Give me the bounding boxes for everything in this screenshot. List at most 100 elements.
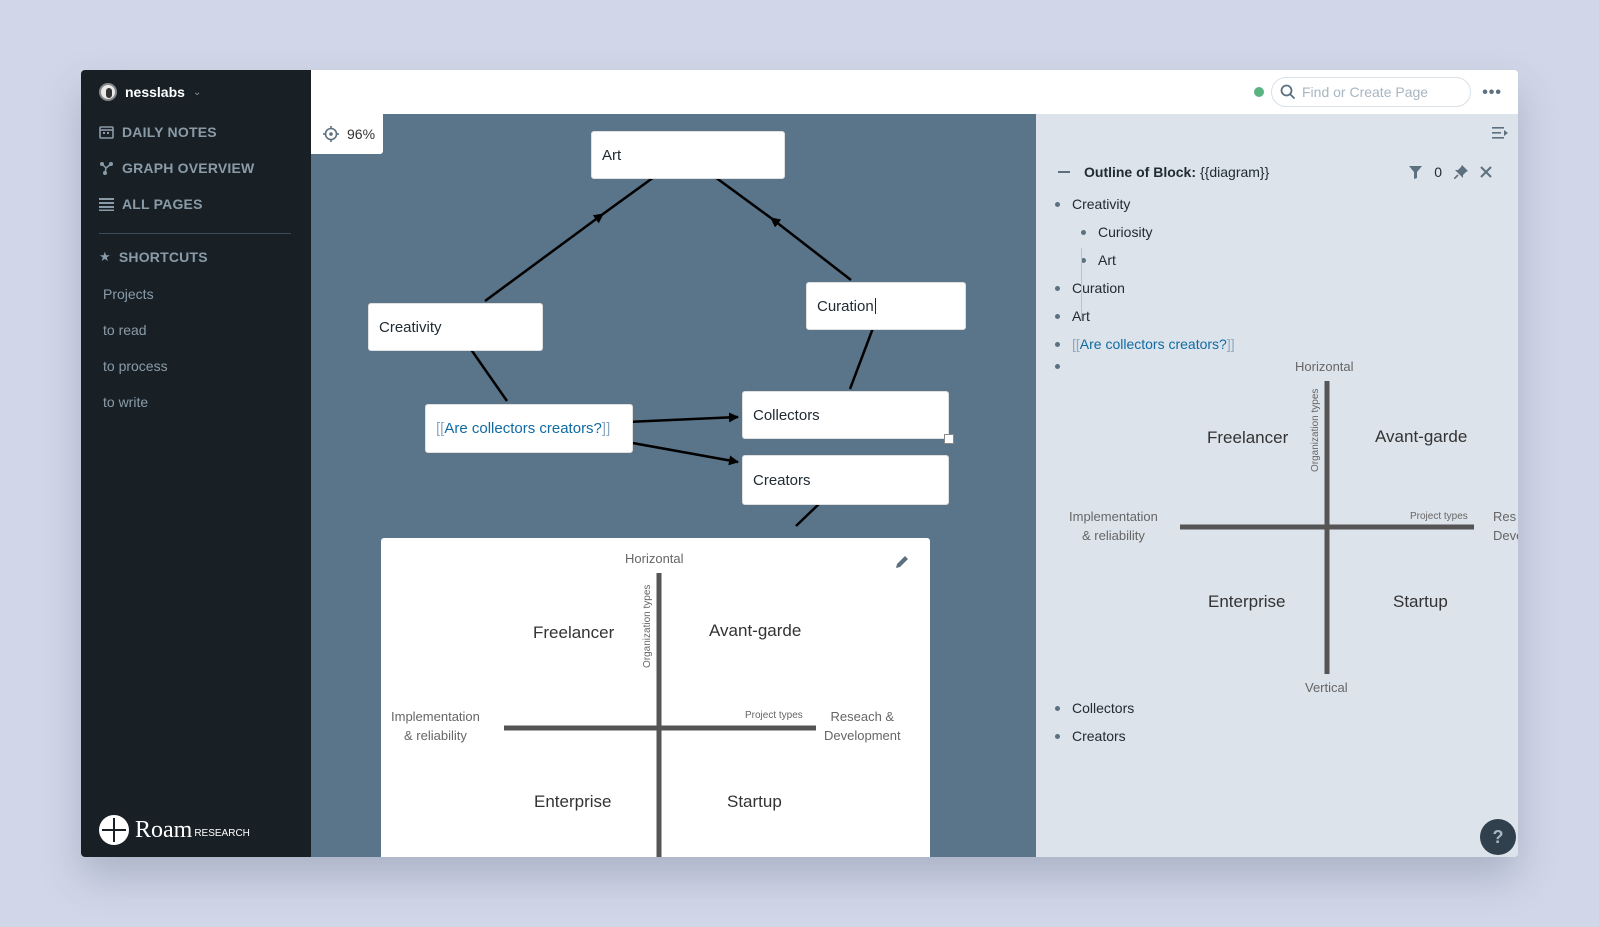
edge-creators-diagram [795, 501, 822, 527]
node-label: Art [602, 146, 622, 164]
node-art[interactable]: Art [591, 131, 785, 179]
outline-diagram[interactable]: Horizontal Organization types Freelancer… [1036, 354, 1518, 695]
outline-item[interactable]: Collectors [1055, 700, 1134, 716]
outline-text: Curation [1072, 280, 1125, 296]
outline-quadrant-freelancer: Freelancer [1207, 428, 1289, 447]
bullet-icon[interactable] [1055, 733, 1060, 739]
text-caret [874, 298, 876, 314]
outline-diagram-bottom: Vertical [1305, 680, 1348, 695]
left-line-2: & reliability [1082, 528, 1145, 543]
nav-daily-notes[interactable]: DAILY NOTES [99, 124, 217, 140]
outline-item[interactable]: Curation [1055, 280, 1125, 296]
outline-item-diagram[interactable] [1055, 364, 1072, 369]
filter-count: 0 [1434, 164, 1442, 180]
right-line-2: Deve [1493, 528, 1518, 543]
bullet-icon[interactable] [1081, 257, 1086, 263]
diagram-top-label: Horizontal [625, 551, 684, 566]
outline-item[interactable]: Art [1055, 308, 1090, 324]
edge-curation-art [770, 217, 852, 281]
zoom-control[interactable]: 96% [311, 114, 383, 154]
bullet-icon[interactable] [1081, 229, 1086, 235]
bullet-icon[interactable] [1055, 201, 1060, 207]
edge-question-collectors [626, 412, 739, 424]
sync-status-indicator [1254, 87, 1264, 97]
outline-text: Curiosity [1098, 224, 1153, 240]
shortcut-to-read[interactable]: to read [103, 322, 147, 338]
search-icon [1280, 84, 1296, 100]
calendar-icon [99, 126, 114, 139]
outline-block-ref: {{diagram}} [1200, 164, 1270, 180]
bullet-icon[interactable] [1055, 705, 1060, 711]
outline-text: Art [1098, 252, 1116, 268]
left-line-2: & reliability [404, 728, 467, 743]
bullet-icon[interactable] [1055, 364, 1060, 369]
sidebar-toggle-icon[interactable] [1492, 126, 1508, 140]
shortcut-to-process[interactable]: to process [103, 358, 168, 374]
outline-quadrant-startup: Startup [1393, 592, 1448, 611]
left-sidebar: nesslabs ⌄ DAILY NOTES GRAPH OVERVIEW AL… [81, 70, 311, 857]
list-icon [99, 198, 114, 211]
node-label: Creators [753, 471, 811, 489]
node-creators[interactable]: Creators [742, 455, 949, 505]
page-link[interactable]: Are collectors creators? [1079, 336, 1227, 352]
filter-icon[interactable] [1409, 165, 1423, 179]
embedded-diagram-card[interactable]: Horizontal Organization types Freelancer… [381, 538, 930, 857]
workspace-switcher[interactable]: nesslabs ⌄ [99, 82, 201, 102]
roam-brand: Roam RESEARCH [99, 815, 250, 845]
graph-edges [468, 175, 875, 527]
outline-quadrant-enterprise: Enterprise [1208, 592, 1286, 611]
diagram-left-label: Implementation& reliability [391, 707, 480, 745]
help-button[interactable]: ? [1480, 819, 1516, 855]
outline-quadrant-axes [1180, 381, 1474, 674]
collapse-icon[interactable] [1058, 171, 1070, 173]
outline-text: Art [1072, 308, 1090, 324]
shortcut-projects[interactable]: Projects [103, 286, 154, 302]
diagram-x-axis-label: Project types [745, 710, 803, 721]
outline-quadrant-avant-garde: Avant-garde [1375, 427, 1468, 446]
quadrant-enterprise: Enterprise [534, 792, 612, 811]
page-link[interactable]: Are collectors creators? [444, 420, 602, 437]
outline-item[interactable]: Creativity [1055, 196, 1130, 212]
quadrant-avant-garde: Avant-garde [709, 621, 802, 640]
search-input[interactable]: Find or Create Page [1271, 77, 1471, 107]
bracket-open: [[ [1072, 336, 1080, 352]
outline-title: Outline of Block: [1084, 164, 1196, 180]
brand-name: Roam [135, 816, 193, 843]
edge-creativity-question [468, 347, 509, 402]
outline-diagram-top: Horizontal [1295, 359, 1354, 374]
quadrant-axes [504, 573, 816, 857]
node-curation[interactable]: Curation [806, 282, 966, 330]
bullet-icon[interactable] [1055, 285, 1060, 291]
outline-item[interactable]: Art [1081, 252, 1116, 268]
node-are-collectors-creators[interactable]: [[Are collectors creators?]] [425, 404, 633, 453]
star-icon: ★ [99, 249, 111, 264]
node-label: Collectors [753, 406, 820, 424]
nav-all-pages[interactable]: ALL PAGES [99, 196, 203, 212]
outline-diagram-x-axis: Project types [1410, 511, 1468, 522]
right-line-1: Reseach & [830, 709, 895, 724]
shortcut-to-write[interactable]: to write [103, 394, 149, 410]
resize-handle[interactable] [944, 434, 954, 444]
right-line-2: Development [824, 728, 901, 743]
bullet-icon[interactable] [1055, 313, 1060, 319]
more-menu-button[interactable]: ••• [1482, 84, 1502, 101]
node-creativity[interactable]: Creativity [368, 303, 543, 351]
nav-label: GRAPH OVERVIEW [122, 160, 255, 176]
bullet-icon[interactable] [1055, 341, 1060, 347]
nav-graph-overview[interactable]: GRAPH OVERVIEW [99, 160, 254, 176]
outline-item[interactable]: Curiosity [1081, 224, 1152, 240]
outline-header: Outline of Block: {{diagram}} [1058, 164, 1269, 180]
node-collectors[interactable]: Collectors [742, 391, 949, 439]
pin-icon[interactable] [1454, 165, 1468, 179]
shortcuts-header: ★ SHORTCUTS [99, 249, 208, 265]
roam-logo-icon [99, 815, 129, 845]
close-icon[interactable] [1480, 166, 1492, 178]
outline-item[interactable]: [[Are collectors creators?]] [1055, 336, 1235, 352]
diagram-y-axis-label: Organization types [642, 584, 653, 668]
outline-item[interactable]: Creators [1055, 728, 1126, 744]
sidebar-divider [99, 233, 291, 234]
shortcuts-title: SHORTCUTS [118, 249, 208, 265]
brand-sub: RESEARCH [194, 827, 250, 839]
pencil-icon[interactable] [894, 554, 910, 570]
diagram-canvas[interactable]: 96% Art Creativity Curation [[Are collec… [311, 114, 1036, 857]
